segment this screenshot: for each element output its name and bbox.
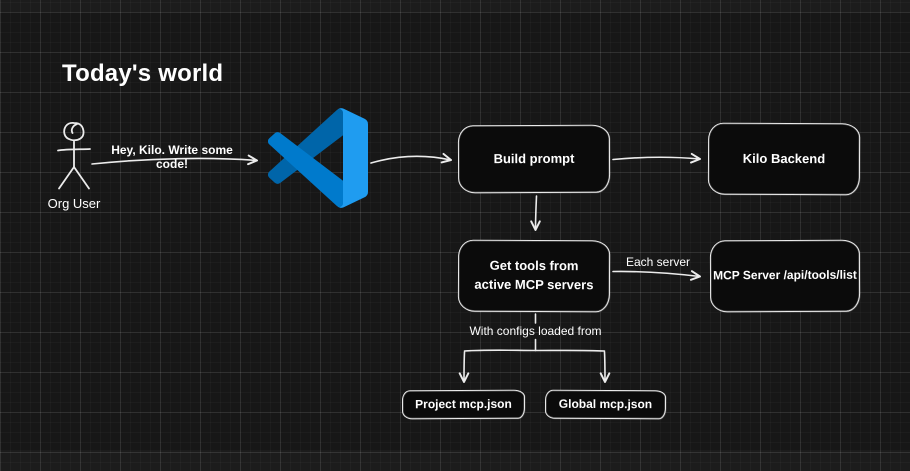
arrow-vscode-to-build-prompt xyxy=(370,152,452,164)
page-title: Today's world xyxy=(62,60,224,87)
node-global-mcp: Global mcp.json xyxy=(544,389,667,420)
node-get-tools: Get tools from active MCP servers xyxy=(457,239,611,313)
arrow-configs-to-project-mcp xyxy=(458,351,470,383)
canvas-bottom-strip xyxy=(0,450,910,471)
arrow-get-tools-to-mcp-server xyxy=(612,270,701,281)
node-build-prompt: Build prompt xyxy=(457,124,611,194)
node-mcp-server: MCP Server /api/tools/list xyxy=(709,239,861,313)
line-configs-split-bar xyxy=(463,349,606,352)
vscode-logo-icon xyxy=(268,108,368,208)
arrow-build-prompt-to-get-tools xyxy=(530,195,541,231)
arrow-configs-to-global-mcp xyxy=(599,351,611,383)
edge-label-with-configs: With configs loaded from xyxy=(469,324,602,338)
actor-label: Org User xyxy=(47,196,101,211)
node-project-mcp: Project mcp.json xyxy=(401,389,526,420)
edge-label-each-server: Each server xyxy=(625,255,691,269)
node-kilo-backend: Kilo Backend xyxy=(707,122,861,196)
edge-label-user-request: Hey, Kilo. Write some code! xyxy=(111,143,233,171)
stick-figure-icon xyxy=(57,122,91,190)
canvas-top-strip xyxy=(0,0,910,12)
arrow-build-prompt-to-kilo-backend xyxy=(612,152,701,164)
